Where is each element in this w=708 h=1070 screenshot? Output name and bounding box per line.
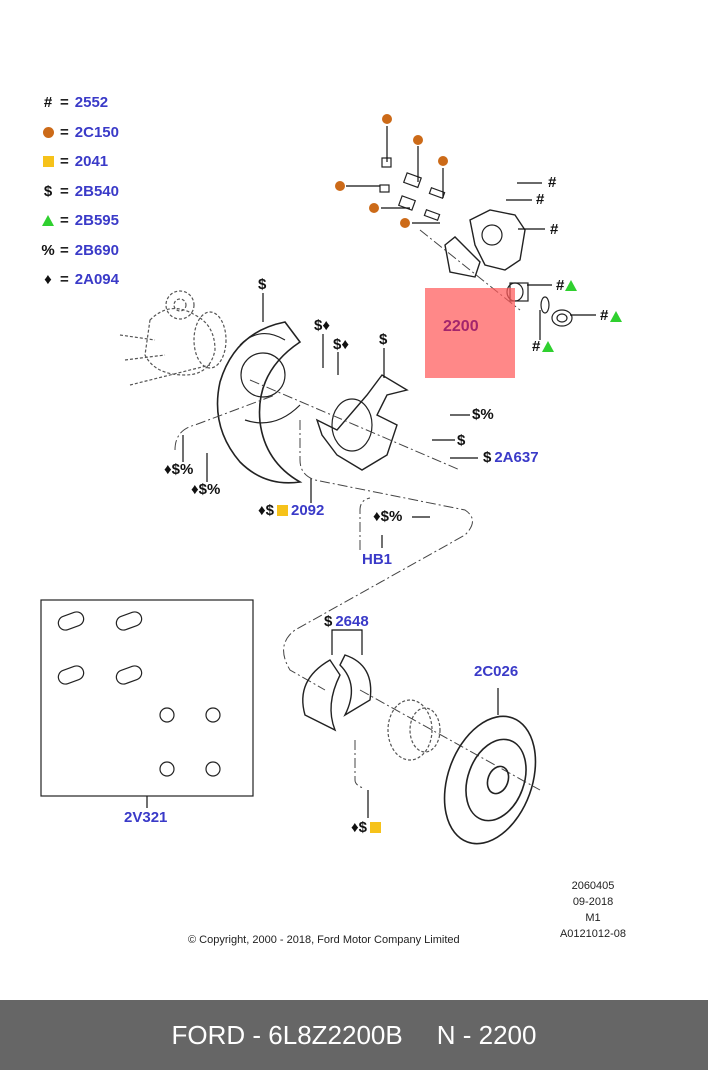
legend-row: ♦ = 2A094 [40, 265, 119, 295]
callout-knuckle: $ [379, 331, 388, 348]
meta-line: 09-2018 [572, 896, 614, 908]
callout-spring-2: $ [457, 432, 466, 449]
diamond-icon: ♦ [44, 271, 52, 289]
legend-row: = 2C150 [40, 118, 119, 148]
equals-sign: = [60, 212, 69, 230]
callout-shield: $ [258, 276, 267, 293]
highlight-box [425, 288, 515, 378]
assembly-lines [174, 229, 541, 791]
legend-row: = 2B595 [40, 206, 119, 236]
equals-sign: = [60, 241, 69, 259]
callout-rotor-code: 2C026 [474, 663, 519, 680]
legend-row: # = 2552 [40, 88, 119, 118]
legend-row: = 2041 [40, 147, 119, 177]
equals-sign: = [60, 153, 69, 171]
callout-shoe-prefix: $ [324, 613, 333, 630]
callout-mount-1: ♦$% [164, 461, 194, 478]
dust-shield-drawing [216, 321, 303, 484]
legend-code: 2B595 [74, 212, 119, 230]
callout-bushing-code: 2092 [291, 502, 325, 519]
callout-piston-1: # [556, 277, 565, 294]
callout-retainer: ♦$ [351, 819, 381, 836]
exploded-brake-diagram [40, 114, 622, 845]
kit-box [40, 599, 254, 797]
orange-dot-markers [335, 114, 448, 228]
callout-rotor: 2C026 [474, 663, 518, 680]
orange-dot-icon [40, 126, 56, 138]
legend-code: 2041 [74, 153, 109, 171]
percent-icon: % [41, 241, 55, 259]
callout-spring-1: $% [472, 406, 494, 423]
brake-pad-drawing [444, 236, 481, 278]
legend-code: 2B690 [74, 241, 119, 259]
caliper-drawing [469, 209, 526, 271]
callout-shoe: $ 2648 [324, 613, 369, 630]
callout-bushing: ♦$ 2092 [258, 502, 324, 519]
yellow-square-icon [40, 156, 56, 168]
equals-sign: = [60, 271, 69, 289]
callout-shield-bolt-1: $♦ [314, 317, 330, 334]
callout-piston-2: # [600, 307, 609, 324]
legend: # = 2552 = 2C150 = 2041 $ = 2B540 = 2B59… [40, 88, 119, 295]
callout-hb: HB1 [362, 551, 392, 568]
legend-code: 2C150 [74, 123, 119, 141]
legend-row: $ = 2B540 [40, 177, 119, 207]
kit-contents [57, 611, 221, 777]
part-number: FORD - 6L8Z2200B [171, 1019, 403, 1050]
callout-mount-2: ♦$% [191, 481, 221, 498]
parking-shoes-drawing [302, 654, 372, 732]
knuckle-drawing [315, 374, 409, 471]
legend-code: 2A094 [74, 271, 119, 289]
callout-caliper-bolt-1: # [548, 174, 557, 191]
meta-line: 2060405 [571, 880, 615, 892]
rotor-drawing [443, 715, 537, 845]
callout-caliper-bolt-3: # [550, 221, 559, 238]
leader-lines [146, 126, 596, 818]
callout-kit: 2V321 [124, 809, 167, 826]
green-triangle-markers [542, 280, 622, 352]
slide-pins-drawing [379, 157, 446, 221]
piston-drawing [506, 282, 573, 327]
callout-retainer-prefix: ♦$ [351, 819, 367, 836]
equals-sign: = [60, 123, 69, 141]
callout-hb-code: HB1 [362, 551, 393, 568]
hash-icon: # [43, 94, 53, 112]
dollar-icon: $ [43, 182, 53, 200]
callout-shield-bolt-2: $♦ [333, 336, 349, 353]
callout-caliper-bolt-2: # [536, 191, 545, 208]
axle-housing-ghost [119, 290, 227, 386]
equals-sign: = [60, 94, 69, 112]
hub-ghost [387, 699, 441, 761]
callout-lever-prefix: $ [483, 449, 492, 466]
legend-code: 2552 [74, 94, 109, 112]
callout-kit-code: 2V321 [124, 809, 168, 826]
callout-shoe-code: 2648 [335, 613, 369, 630]
green-triangle-icon [40, 215, 56, 227]
reference-number: N - 2200 [436, 1019, 537, 1050]
meta-line: A0121012-08 [559, 928, 627, 940]
equals-sign: = [60, 182, 69, 200]
part-number-bar: FORD - 6L8Z2200B N - 2200 [0, 1000, 708, 1070]
callout-lever: $ 2A637 [483, 449, 539, 466]
meta-line: M1 [585, 912, 601, 924]
diagram-meta: 2060405 09-2018 M1 A0121012-08 [552, 878, 634, 942]
yellow-square-icon [370, 822, 381, 833]
legend-code: 2B540 [74, 182, 119, 200]
callout-piston-3: # [532, 338, 541, 355]
legend-row: % = 2B690 [40, 236, 119, 266]
callout-bushing-prefix: ♦$ [258, 502, 274, 519]
callout-lever-code: 2A637 [494, 449, 539, 466]
yellow-square-icon [277, 505, 288, 516]
copyright-text: © Copyright, 2000 - 2018, Ford Motor Com… [188, 934, 460, 946]
highlight-label: 2200 [443, 318, 479, 335]
callout-adjuster: ♦$% [373, 508, 403, 525]
